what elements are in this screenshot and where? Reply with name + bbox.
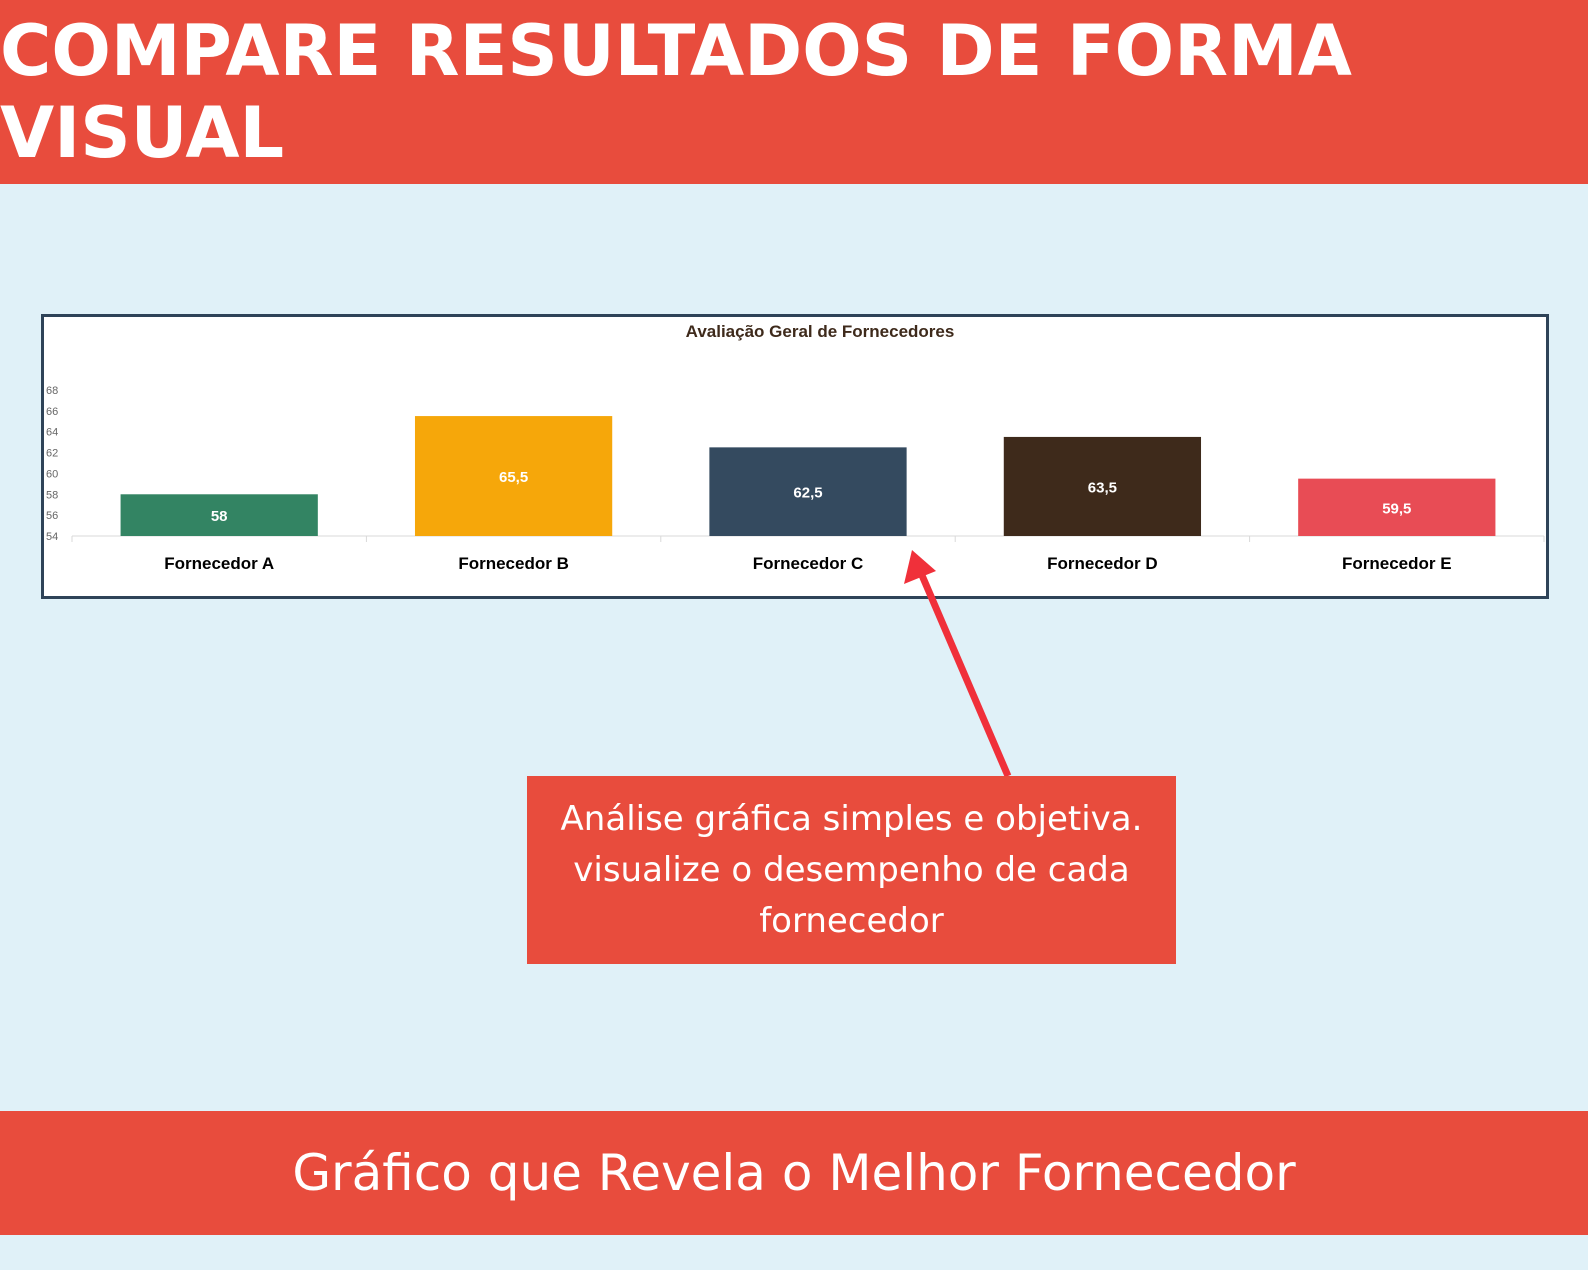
y-tick-label: 56 (46, 510, 58, 522)
footer-banner: Gráfico que Revela o Melhor Fornecedor (0, 1111, 1588, 1235)
bar (120, 494, 318, 536)
callout-line: visualize o desempenho de cada (573, 849, 1130, 890)
bar (414, 416, 613, 536)
page-title: COMPARE RESULTADOS DE FORMA VISUAL (0, 10, 1352, 174)
data-label: 63,5 (1088, 479, 1117, 496)
data-label: 58 (211, 508, 228, 525)
chart-title: Avaliação Geral de Fornecedores (686, 322, 955, 341)
bar (709, 447, 907, 536)
y-tick-label: 66 (46, 406, 58, 418)
x-tick-label: Fornecedor D (1047, 554, 1158, 573)
data-label: 59,5 (1382, 500, 1411, 517)
y-tick-label: 62 (46, 448, 58, 460)
data-label: 65,5 (499, 469, 528, 486)
x-tick-label: Fornecedor C (753, 554, 864, 573)
callout-box: Análise gráfica simples e objetiva. visu… (527, 776, 1176, 964)
y-tick-label: 60 (46, 468, 58, 480)
x-tick-label: Fornecedor A (164, 554, 274, 573)
bar (1003, 436, 1202, 536)
callout-line: Análise gráfica simples e objetiva. (560, 798, 1143, 839)
callout-line: fornecedor (759, 900, 944, 941)
chart-container: Avaliação Geral de Fornecedores 54 56 58 60 6… (41, 314, 1549, 599)
data-label: 62,5 (793, 485, 822, 502)
footer-text: Gráfico que Revela o Melhor Fornecedor (292, 1144, 1296, 1202)
bar (1298, 478, 1496, 536)
x-tick-label: Fornecedor E (1342, 554, 1452, 573)
y-tick-label: 64 (46, 427, 58, 439)
bar-chart: Avaliação Geral de Fornecedores 54 56 58 60 6… (46, 322, 1545, 573)
x-tick-label: Fornecedor B (458, 554, 569, 573)
y-tick-label: 54 (46, 531, 58, 543)
y-tick-label: 68 (46, 385, 58, 397)
header-banner: COMPARE RESULTADOS DE FORMA VISUAL (0, 0, 1588, 184)
y-tick-label: 58 (46, 489, 58, 501)
